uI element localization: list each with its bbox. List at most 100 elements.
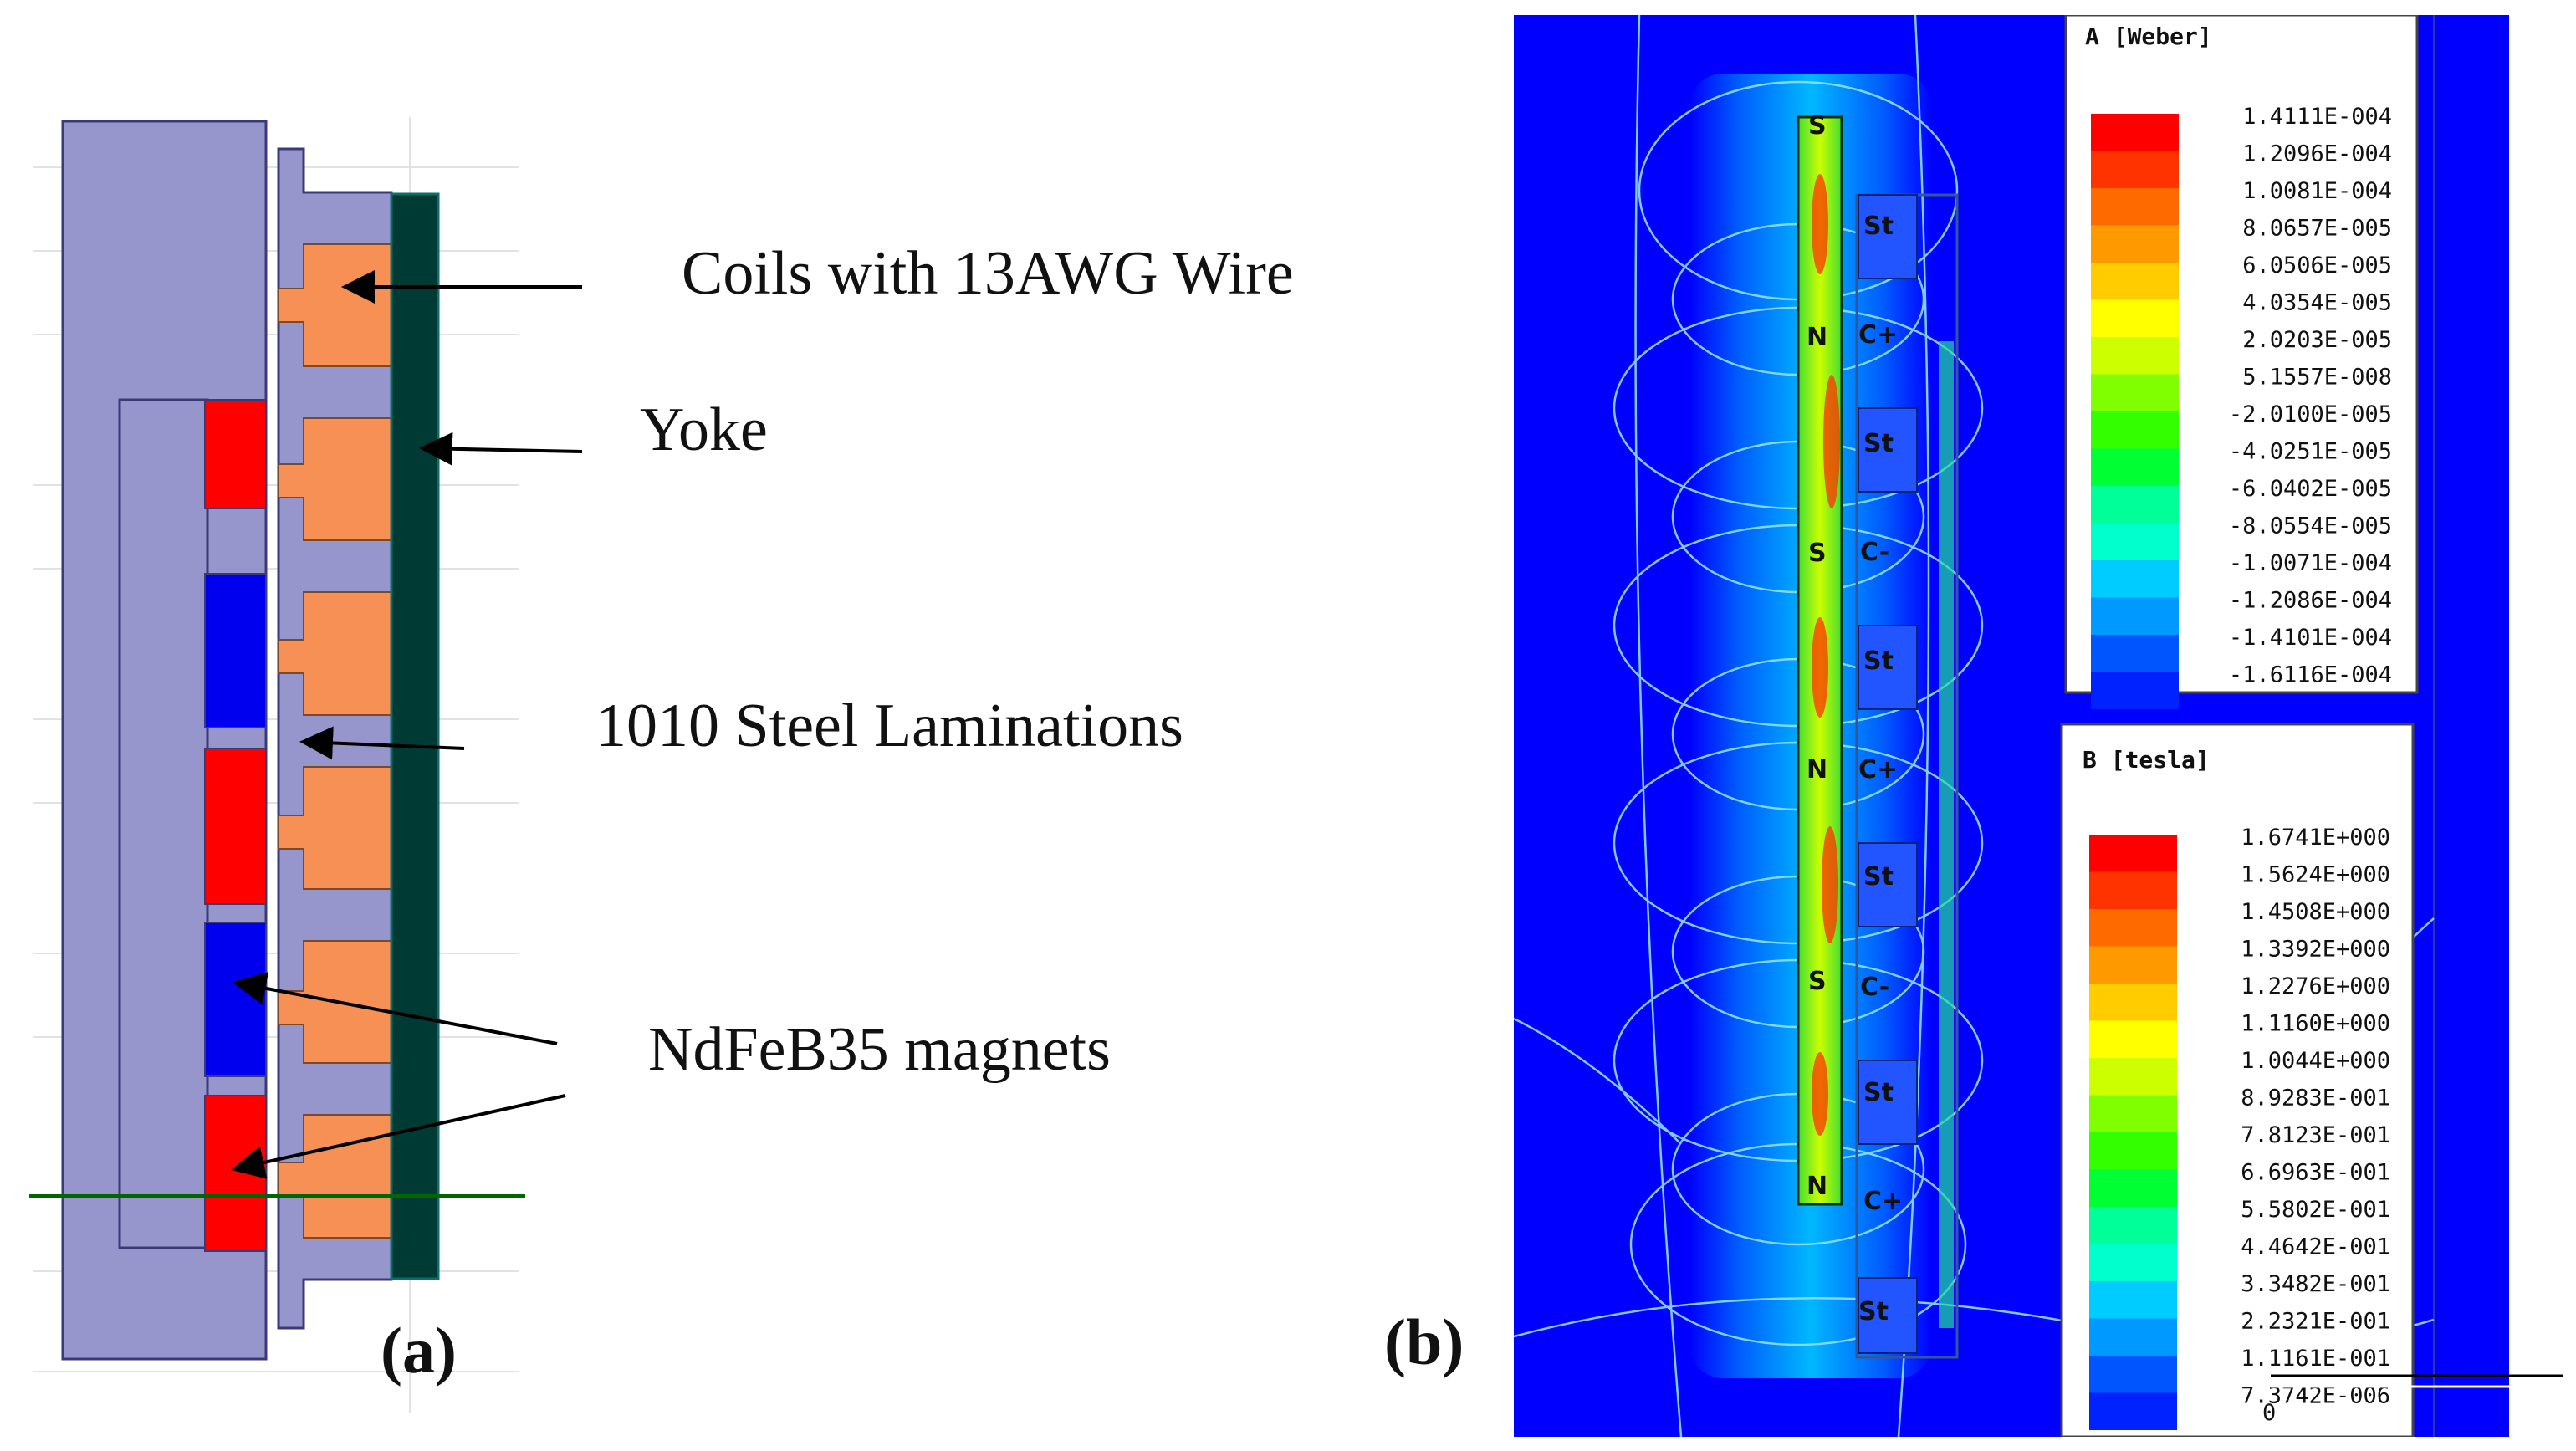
legend-b-value-13: 3.3482E-001	[2241, 1271, 2390, 1297]
stator-region-labels: St C+ St C- St C+ St C- St C+ St	[1858, 212, 1903, 1326]
arrow-yoke	[419, 432, 583, 466]
legend-a-value-1: 1.4111E-004	[2242, 104, 2392, 130]
legend-a-value-14: -1.2086E-004	[2229, 588, 2392, 614]
legend-a-swatch-7	[2091, 337, 2179, 375]
yoke	[390, 192, 440, 1280]
legend-b-tesla: B [tesla] 1.6741E+0001.5624E+0001.4508E+…	[2060, 723, 2415, 1438]
legend-a-swatches	[2091, 114, 2179, 709]
legend-b-swatch-4	[2089, 946, 2177, 984]
panel-b-fea-field-plot: S N S N S N St C+ St C- St C+ St C- St C…	[1513, 13, 2568, 1438]
legend-a-value-4: 8.0657E-005	[2242, 216, 2392, 242]
legend-a-value-10: -4.0251E-005	[2229, 439, 2392, 465]
stator-teeth	[1858, 194, 1918, 1354]
stator-label-8: C-	[1860, 973, 1889, 1002]
legend-a-weber: A [Weber] 1.4111E-0041.2096E-0041.0081E-…	[2064, 13, 2419, 709]
legend-b-swatch-9	[2089, 1132, 2177, 1170]
legend-b-swatch-12	[2089, 1244, 2177, 1281]
legend-b-swatch-15	[2089, 1356, 2177, 1393]
magnet-red-3	[204, 1095, 267, 1252]
legend-a-swatch-6	[2091, 299, 2179, 337]
legend-a-swatch-4	[2091, 225, 2179, 263]
pole-label-2: N	[1807, 323, 1827, 352]
legend-a-swatch-9	[2091, 411, 2179, 449]
legend-a-value-16: -1.6116E-004	[2229, 662, 2392, 688]
legend-a-swatch-5	[2091, 263, 2179, 300]
arrow-magnet-red	[231, 1094, 566, 1179]
pole-label-3: S	[1808, 539, 1827, 568]
scale-bar-zero: 0	[2262, 1400, 2276, 1426]
legend-a-value-15: -1.4101E-004	[2229, 625, 2392, 651]
legend-a-value-7: 2.0203E-005	[2242, 327, 2392, 353]
legend-b-value-5: 1.2276E+000	[2241, 973, 2390, 999]
stator-back-iron-glow	[1939, 341, 1954, 1328]
legend-b-value-6: 1.1160E+000	[2241, 1011, 2390, 1037]
stator-label-4: C-	[1860, 538, 1889, 567]
scale-bar: 0	[2262, 1374, 2563, 1426]
legend-a-title: A [Weber]	[2085, 23, 2212, 50]
stator-label-5: St	[1863, 646, 1894, 676]
legend-b-swatches	[2089, 835, 2177, 1430]
callout-yoke: Yoke	[640, 396, 768, 464]
legend-b-value-9: 7.8123E-001	[2241, 1122, 2390, 1148]
field-hot-spots	[1812, 174, 1840, 1136]
legend-b-value-11: 5.5802E-001	[2241, 1197, 2390, 1223]
stator-label-1: St	[1863, 212, 1894, 241]
legend-b-swatch-10	[2089, 1169, 2177, 1207]
mover-back-iron	[118, 398, 209, 1249]
legend-a-swatch-14	[2091, 597, 2179, 635]
callout-coils: Coils with 13AWG Wire	[682, 239, 1294, 308]
pole-label-4: N	[1807, 755, 1827, 784]
panel-b-label: (b)	[1384, 1305, 1464, 1378]
field-background-right	[2434, 15, 2509, 1437]
legend-b-swatch-6	[2089, 1020, 2177, 1058]
pole-label-6: N	[1807, 1172, 1827, 1201]
legend-a-swatch-3	[2091, 188, 2179, 226]
leader-arrows	[231, 270, 583, 1179]
legend-a-value-2: 1.2096E-004	[2242, 141, 2392, 167]
legend-a-swatch-2	[2091, 151, 2179, 188]
magnet-blue-1	[204, 573, 267, 728]
legend-a-swatch-8	[2091, 374, 2179, 411]
magnet-red-2	[204, 748, 267, 905]
legend-b-value-2: 1.5624E+000	[2241, 862, 2390, 888]
legend-b-swatch-7	[2089, 1058, 2177, 1096]
legend-a-swatch-13	[2091, 560, 2179, 598]
legend-b-swatch-5	[2089, 984, 2177, 1021]
legend-a-swatch-16	[2091, 672, 2179, 709]
stator-label-2: C+	[1858, 320, 1898, 350]
field-plot-drawing: S N S N S N St C+ St C- St C+ St C- St C…	[1513, 13, 2568, 1438]
legend-b-value-7: 1.0044E+000	[2241, 1048, 2390, 1074]
legend-a-value-9: -2.0100E-005	[2229, 401, 2392, 427]
legend-b-value-8: 8.9283E-001	[2241, 1086, 2390, 1111]
legend-b-value-3: 1.4508E+000	[2241, 899, 2390, 925]
stator-label-10: C+	[1863, 1187, 1903, 1216]
stator-label-9: St	[1863, 1078, 1894, 1107]
legend-b-value-15: 1.1161E-001	[2241, 1346, 2390, 1372]
legend-b-swatch-13	[2089, 1281, 2177, 1319]
legend-a-value-12: -8.0554E-005	[2229, 513, 2392, 539]
legend-a-value-11: -6.0402E-005	[2229, 476, 2392, 502]
legend-b-value-4: 1.3392E+000	[2241, 937, 2390, 963]
legend-a-values: 1.4111E-0041.2096E-0041.0081E-0048.0657E…	[2229, 104, 2392, 688]
legend-a-value-13: -1.0071E-004	[2229, 550, 2392, 576]
legend-a-value-5: 6.0506E-005	[2242, 253, 2392, 278]
legend-a-swatch-12	[2091, 523, 2179, 560]
legend-b-title: B [tesla]	[2083, 746, 2210, 774]
callout-magnets: NdFeB35 magnets	[648, 1015, 1111, 1084]
stator-label-3: St	[1863, 429, 1894, 458]
legend-b-swatch-2	[2089, 871, 2177, 909]
legend-b-swatch-14	[2089, 1318, 2177, 1356]
legend-b-value-10: 6.6963E-001	[2241, 1160, 2390, 1186]
legend-b-swatch-16	[2089, 1392, 2177, 1430]
stator-label-11: St	[1858, 1297, 1889, 1326]
callout-laminations: 1010 Steel Laminations	[595, 692, 1183, 760]
stator-label-6: C+	[1858, 755, 1898, 784]
pole-label-5: S	[1808, 967, 1827, 996]
magnet-stack	[204, 399, 267, 1252]
arrow-laminations	[299, 726, 465, 760]
panel-a-machine-cross-section: Coils with 13AWG Wire Yoke 1010 Steel La…	[29, 117, 1294, 1413]
legend-a-value-8: 5.1557E-008	[2242, 365, 2392, 391]
legend-a-value-6: 4.0354E-005	[2242, 290, 2392, 316]
pole-label-1: S	[1808, 111, 1827, 141]
legend-a-swatch-1	[2091, 114, 2179, 151]
